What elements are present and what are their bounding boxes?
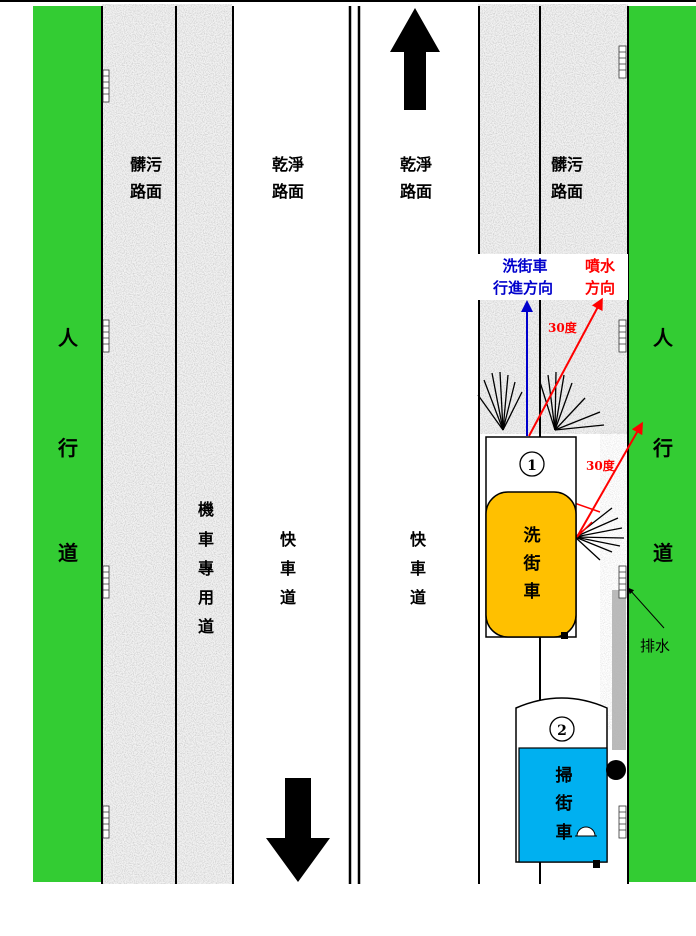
clean-2-line1: 乾淨 [400, 155, 432, 174]
spray-arrow-side [576, 421, 643, 538]
label-char: 機 [198, 500, 214, 519]
sidewalk-right [628, 6, 696, 882]
angle-label-side: 30度 [586, 458, 616, 473]
dirty-right-line1: 髒污 [551, 155, 583, 174]
dirty-left-line1: 髒污 [130, 155, 162, 174]
direction-label: 洗街車 行進方向 [492, 257, 553, 297]
label-char: 行 [652, 436, 673, 460]
direction-line1: 洗街車 [502, 257, 547, 275]
sweeper-number-badge [549, 716, 575, 742]
sweeper-name-char: 街 [555, 793, 573, 814]
label-char: 道 [410, 588, 426, 607]
dirty-road-left [102, 4, 232, 884]
direction-line2: 行進方向 [492, 279, 553, 297]
sidewalk-left [33, 6, 103, 882]
spray-line2: 方向 [585, 279, 615, 297]
fast-lane-1-label: 快 車 道 [280, 530, 297, 607]
front-brush-left [477, 371, 523, 431]
label-char: 車 [280, 559, 296, 578]
label-char: 車 [198, 530, 214, 549]
washer-number-badge [519, 451, 545, 477]
washer-truck: 1 洗 街 車 [485, 436, 577, 639]
sweeper-brush-icon [606, 760, 626, 780]
label-char: 道 [653, 541, 673, 565]
sweeper-truck: 2 掃 街 車 [515, 697, 626, 868]
label-char: 道 [280, 588, 296, 607]
moto-lane-label: 機 車 專 用 道 [198, 500, 214, 636]
label-char: 道 [58, 541, 78, 565]
label-char: 人 [58, 326, 79, 350]
label-char: 專 [198, 559, 214, 578]
sweeper-name-char: 掃 [556, 766, 573, 786]
label-char: 人 [653, 326, 674, 350]
drain-sludge [612, 590, 626, 750]
washer-name-char: 車 [524, 581, 541, 602]
spray-line [576, 521, 593, 538]
washer-hitch [561, 632, 568, 639]
sweeper-hopper [518, 747, 608, 863]
sweeper-light-icon [576, 826, 596, 837]
spray-arrow-front [528, 297, 603, 437]
sweeper-name-char: 車 [556, 822, 573, 843]
clean-2-line2: 路面 [400, 182, 432, 201]
washer-tank [485, 491, 577, 638]
fast-lane-2-label: 快 車 道 [410, 530, 427, 607]
label-char: 車 [410, 559, 426, 578]
spray-line1: 噴水 [585, 257, 616, 275]
label-char: 行 [57, 436, 78, 460]
sidewalk-left-label: 人 行 道 [57, 326, 79, 565]
arrow-up-icon [390, 8, 440, 110]
drain-pointer [627, 587, 665, 629]
washer-name-char: 洗 [524, 525, 541, 546]
front-brush-right [539, 371, 605, 431]
clean-1-line2: 路面 [272, 182, 304, 201]
sweeper-number: 2 [557, 723, 567, 739]
dirty-left-line2: 路面 [130, 182, 162, 201]
arrow-down-icon [266, 778, 330, 882]
side-brush [574, 507, 625, 561]
drain-grates [102, 45, 627, 839]
lane-lines [175, 6, 541, 884]
clean-1-line1: 乾淨 [272, 155, 304, 174]
label-backdrop [478, 254, 628, 300]
dirty-right-line2: 路面 [551, 182, 583, 201]
sweeper-hitch [593, 860, 600, 868]
angle-label-top: 30度 [548, 320, 578, 335]
washer-number: 1 [527, 458, 537, 474]
sidewalk-right-label: 人 行 道 [652, 326, 674, 565]
washer-name-char: 街 [523, 553, 541, 574]
spray-label: 噴水 方向 [585, 257, 616, 297]
label-char: 用 [198, 588, 214, 607]
label-char: 快 [280, 530, 297, 549]
label-char: 快 [410, 530, 427, 549]
drain-label: 排水 [640, 637, 670, 655]
label-char: 道 [198, 617, 214, 636]
